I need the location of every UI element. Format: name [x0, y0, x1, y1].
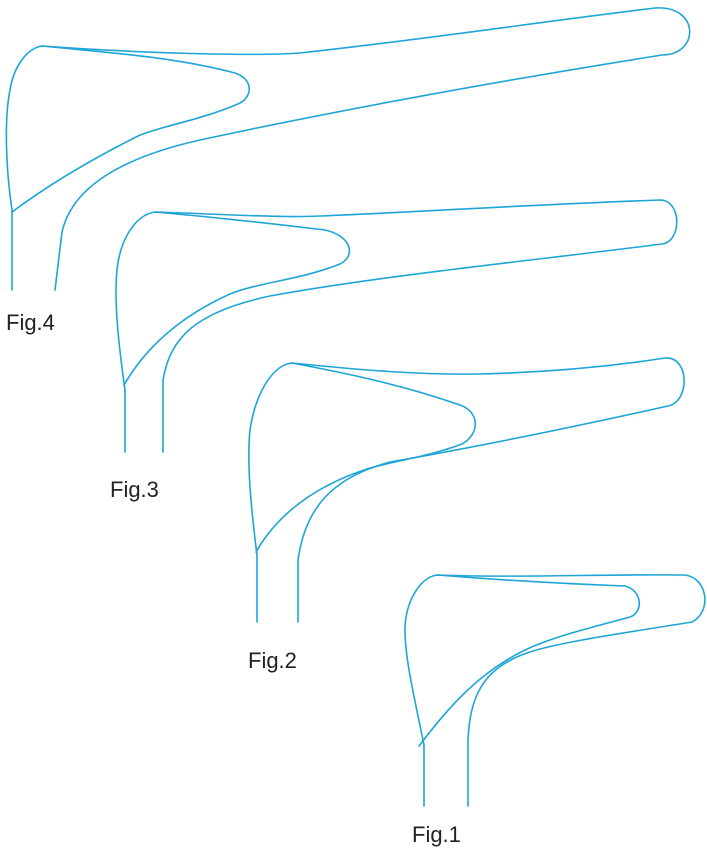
fig-3-label: Fig.3 — [110, 477, 159, 502]
fig-4-outer-outline — [5, 7, 691, 291]
fig-1-label: Fig.1 — [412, 822, 461, 847]
fig-4-drawing — [5, 7, 691, 291]
fig-2-inner-outline — [255, 362, 477, 553]
fig-3-outer-outline — [115, 199, 678, 453]
fig-1-outer-outline — [404, 574, 706, 807]
fig-3-drawing — [115, 199, 678, 453]
fig-2-drawing — [248, 357, 685, 623]
fig-2-outer-outline — [248, 357, 685, 623]
fig-1-inner-outline — [418, 574, 640, 747]
fig-4-label: Fig.4 — [6, 310, 55, 335]
fig-4-inner-outline — [11, 45, 251, 213]
fig-1-drawing — [404, 574, 706, 807]
fig-3-inner-outline — [123, 211, 351, 386]
fig-2-label: Fig.2 — [248, 648, 297, 673]
